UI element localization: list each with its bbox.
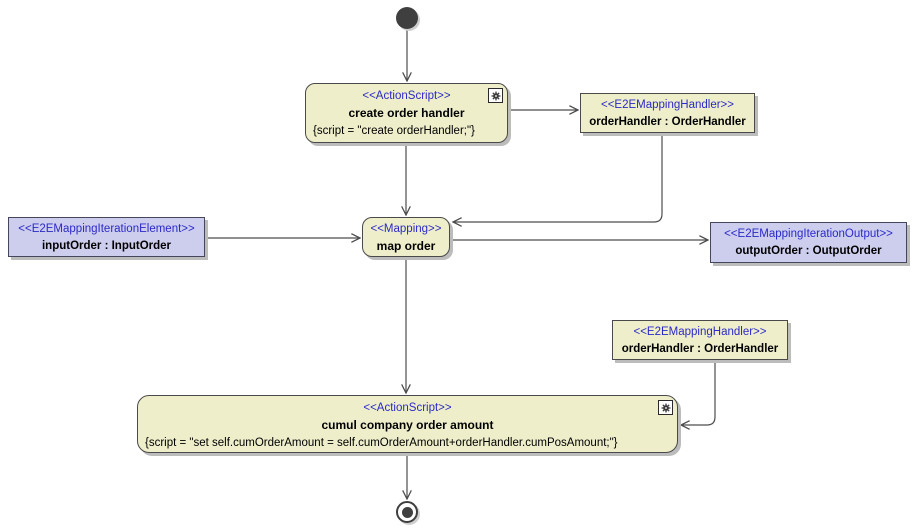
node-name: orderHandler : OrderHandler: [621, 343, 779, 355]
object-node-inputorder[interactable]: <<E2EMappingIterationElement>> inputOrde…: [8, 217, 205, 257]
node-name: outputOrder : OutputOrder: [735, 245, 882, 257]
node-name: map order: [376, 239, 436, 253]
object-node-outputorder[interactable]: <<E2EMappingIterationOutput>> outputOrde…: [710, 222, 907, 263]
node-name: orderHandler : OrderHandler: [589, 116, 746, 128]
final-node-inner-dot: [401, 506, 413, 518]
stereotype-label: <<E2EMappingHandler>>: [633, 326, 767, 338]
stereotype-label: <<ActionScript>>: [362, 90, 451, 102]
object-node-orderhandler-bottom[interactable]: <<E2EMappingHandler>> orderHandler : Ord…: [612, 320, 788, 360]
node-name: cumul company order amount: [321, 418, 494, 432]
stereotype-label: <<ActionScript>>: [363, 402, 452, 414]
script-property: {script = "create orderHandler;"}: [313, 125, 475, 137]
flow-orderhandler-to-map-order[interactable]: [453, 133, 663, 222]
stereotype-label: <<Mapping>>: [370, 223, 442, 235]
action-node-cumul-company-order-amount[interactable]: <<ActionScript>> cumul company order amo…: [137, 395, 678, 453]
stereotype-label: <<E2EMappingIterationOutput>>: [724, 228, 893, 240]
gear-icon: [658, 400, 673, 415]
script-property: {script = "set self.cumOrderAmount = sel…: [145, 437, 618, 449]
action-node-create-order-handler[interactable]: <<ActionScript>> create order handler {s…: [305, 83, 508, 143]
initial-node[interactable]: [396, 7, 418, 29]
stereotype-label: <<E2EMappingHandler>>: [601, 99, 734, 111]
action-node-map-order[interactable]: <<Mapping>> map order: [362, 217, 450, 257]
gear-icon: [488, 88, 503, 103]
node-name: create order handler: [348, 106, 465, 120]
final-node[interactable]: [396, 501, 418, 523]
stereotype-label: <<E2EMappingIterationElement>>: [18, 223, 195, 235]
node-name: inputOrder : InputOrder: [41, 240, 172, 252]
flow-orderhandler2-to-cumul-action[interactable]: [681, 360, 716, 425]
object-node-orderhandler-top[interactable]: <<E2EMappingHandler>> orderHandler : Ord…: [580, 93, 755, 133]
